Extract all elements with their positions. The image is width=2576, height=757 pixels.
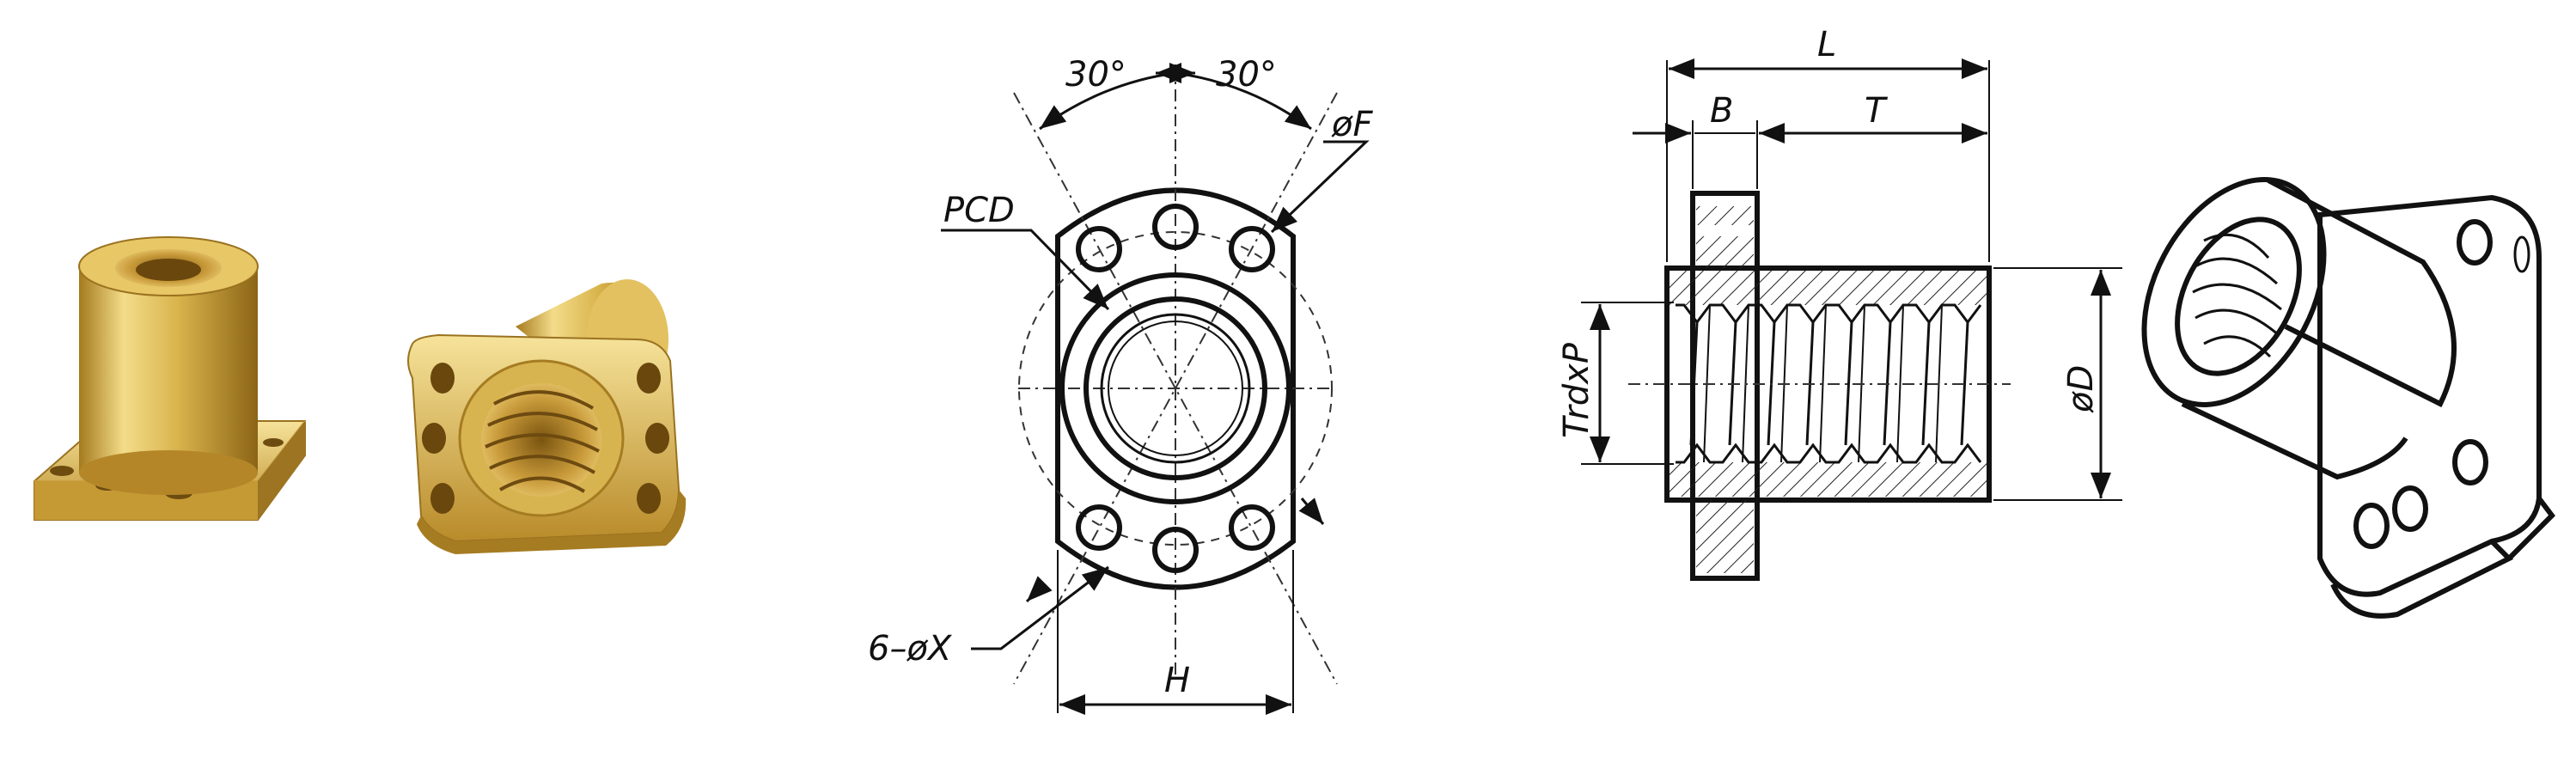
- iso-flange: [2317, 194, 2542, 597]
- mounting-holes: [1076, 204, 1275, 573]
- pcd-label: PCD: [943, 191, 1015, 230]
- side-section-drawing: L B T TrdxP øD: [1557, 25, 2122, 581]
- body-mid-circle: [1084, 296, 1267, 480]
- iso-threaded-bore: [2175, 217, 2302, 376]
- body-outer-circle: [1059, 272, 1291, 504]
- flange-width-label: B: [1710, 91, 1733, 131]
- flange-hole-dia-label: øF: [1331, 105, 1373, 144]
- flange-hole-leader: [1270, 140, 1370, 234]
- pcd-circle: [1018, 231, 1333, 546]
- angle-left-label: 30°: [1065, 55, 1126, 95]
- isometric-drawing: [2141, 177, 2555, 619]
- iso-front-rim: [2141, 177, 2327, 407]
- bore-circle: [1100, 313, 1251, 464]
- pcd-leader: [941, 229, 1110, 311]
- bore-inner-circle: [1108, 321, 1243, 456]
- photo-flange-nut-upright: [34, 236, 306, 521]
- holes-label: 6–øX: [868, 629, 953, 668]
- iso-cylinder: [2267, 178, 2457, 408]
- thread-length-label: T: [1865, 91, 1889, 131]
- outer-dia-label: øD: [2061, 365, 2101, 413]
- length-label: L: [1817, 25, 1836, 64]
- thread-spec-label: TrdxP: [1557, 342, 1596, 438]
- front-view-drawing: 30° 30° øF PCD 6–øX H: [868, 55, 1373, 715]
- angle-right-label: 30°: [1216, 55, 1277, 95]
- thread-profile: [1676, 303, 1982, 464]
- photo-flange-nut-angled: [407, 279, 687, 554]
- holes-leader: [971, 565, 1109, 650]
- height-label: H: [1164, 661, 1190, 700]
- flange-outline: [1055, 187, 1296, 590]
